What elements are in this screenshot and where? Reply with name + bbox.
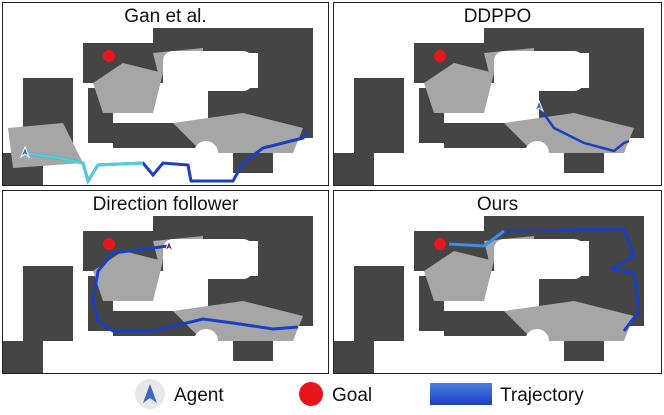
panel-ddppo: DDPPO [333, 2, 662, 186]
trajectory-path [537, 106, 630, 153]
trajectory-path [91, 244, 299, 333]
panel-direction-follower: Direction follower [2, 190, 329, 374]
agent-marker [163, 239, 175, 253]
goal-icon [298, 381, 324, 412]
trajectory-path-early [24, 151, 144, 185]
panel-title: DDPPO [463, 6, 532, 27]
floor-map [3, 3, 328, 185]
goal-marker [434, 50, 446, 62]
legend-label-goal: Goal [332, 385, 373, 406]
legend-item-agent: Agent [134, 378, 224, 414]
floor-map [3, 191, 328, 373]
legend-label-trajectory: Trajectory [500, 385, 584, 406]
map-rooms [163, 239, 253, 353]
map-rooms [163, 51, 253, 165]
panel-gan-et-al: Gan et al. [2, 2, 329, 186]
goal-marker [434, 238, 446, 250]
panel-title: Direction follower [92, 194, 239, 215]
agent-marker [533, 99, 545, 113]
floor-map [334, 3, 661, 185]
map-rooms [494, 51, 584, 165]
goal-marker [103, 50, 115, 62]
panel-title: Ours [476, 194, 519, 215]
panel-title: Gan et al. [124, 6, 207, 27]
floor-map [334, 191, 661, 373]
trajectory-icon [430, 381, 492, 412]
legend-item-goal: Goal [298, 378, 372, 414]
legend: Agent Goal Trajectory [0, 378, 664, 414]
agent-marker [19, 145, 31, 159]
map-rooms [494, 239, 584, 353]
panel-ours: Ours [333, 190, 662, 374]
legend-label-agent: Agent [174, 385, 224, 406]
goal-marker [103, 238, 115, 250]
trajectory-path-early [448, 229, 505, 248]
legend-item-trajectory: Trajectory [430, 378, 584, 414]
agent-icon [134, 378, 166, 415]
